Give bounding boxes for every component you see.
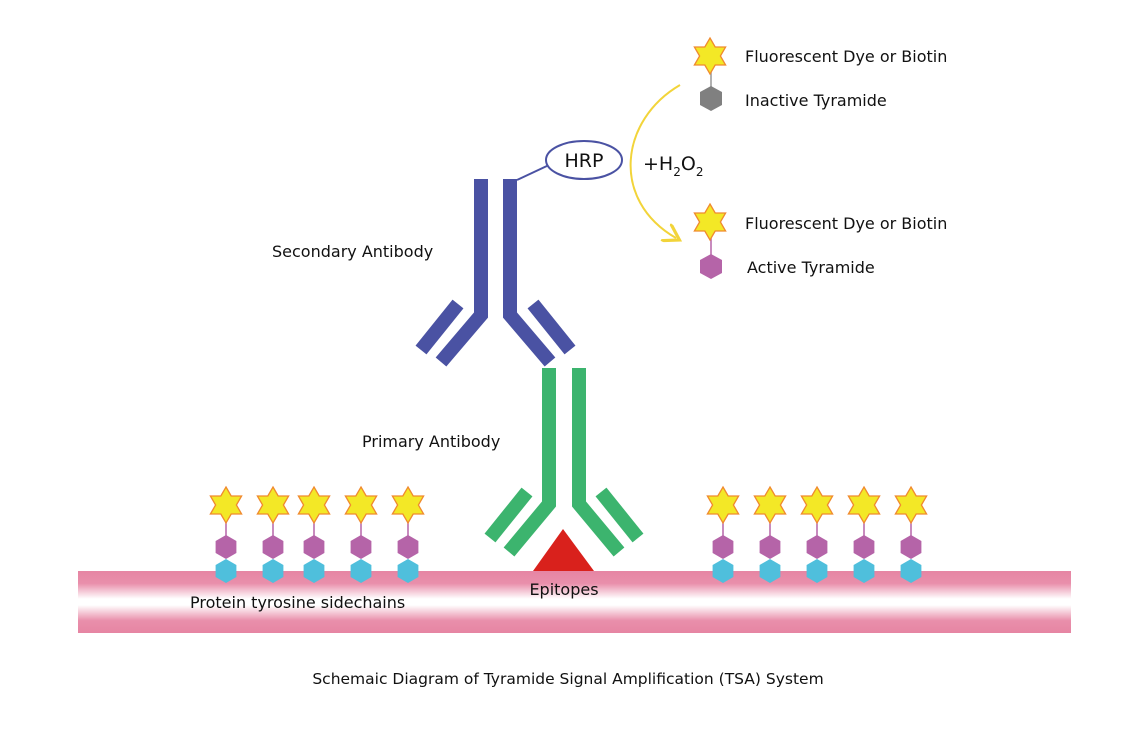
hrp-linker bbox=[516, 164, 550, 181]
hrp-enzyme bbox=[545, 140, 623, 180]
fluorescent-dye-star-icon bbox=[693, 203, 727, 241]
primary-light-chain-right bbox=[595, 487, 644, 543]
legend-active: Fluorescent Dye or Biotin Active Tyramid… bbox=[693, 203, 947, 279]
fluorescent-dye-star-icon bbox=[209, 486, 243, 524]
secondary-light-chain-right bbox=[527, 299, 576, 355]
active-tyramide-hexagon-icon bbox=[712, 535, 734, 559]
tyramide-deposit bbox=[847, 486, 881, 583]
h2o2-label: +H2O2 bbox=[643, 153, 703, 179]
epitopes-label: Epitopes bbox=[529, 580, 598, 599]
fluorescent-dye-star-icon bbox=[391, 486, 425, 524]
fluorescent-dye-star-icon bbox=[256, 486, 290, 524]
protein-tyrosine-label: Protein tyrosine sidechains bbox=[190, 593, 405, 612]
inactive-tyramide-hexagon-icon bbox=[700, 86, 722, 111]
reaction-arrow bbox=[629, 84, 680, 238]
fluorescent-dye-star-icon bbox=[800, 486, 834, 524]
active-tyramide-hexagon-icon bbox=[900, 535, 922, 559]
primary-antibody bbox=[484, 368, 644, 557]
active-tyramide-hexagon-icon bbox=[215, 535, 237, 559]
fluorescent-dye-star-icon bbox=[753, 486, 787, 524]
primary-heavy-chain-right bbox=[572, 368, 625, 557]
fluorescent-dye-star-icon bbox=[344, 486, 378, 524]
tyramide-deposit bbox=[256, 486, 290, 583]
tyrosine-hexagon-icon bbox=[853, 559, 875, 583]
hrp-label: HRP bbox=[565, 150, 604, 172]
tyrosine-hexagon-icon bbox=[397, 559, 419, 583]
deposits-left bbox=[209, 486, 425, 583]
cell-membrane bbox=[78, 571, 1071, 633]
fluorescent-dye-star-icon bbox=[894, 486, 928, 524]
primary-light-chain-left bbox=[484, 487, 533, 543]
fluorescent-dye-star-icon bbox=[706, 486, 740, 524]
tyrosine-hexagon-icon bbox=[262, 559, 284, 583]
primary-antibody-label: Primary Antibody bbox=[362, 432, 500, 451]
active-tyramide-hexagon-icon bbox=[303, 535, 325, 559]
tyramide-deposit bbox=[706, 486, 740, 583]
legend-active-tyramide-label: Active Tyramide bbox=[747, 258, 875, 277]
tyrosine-hexagon-icon bbox=[806, 559, 828, 583]
diagram-title: Schemaic Diagram of Tyramide Signal Ampl… bbox=[312, 670, 823, 688]
tyramide-deposit bbox=[391, 486, 425, 583]
tyrosine-hexagon-icon bbox=[900, 559, 922, 583]
secondary-light-chain-left bbox=[415, 299, 464, 355]
tyrosine-hexagon-icon bbox=[759, 559, 781, 583]
legend-inactive-tyramide-label: Inactive Tyramide bbox=[745, 91, 887, 110]
active-tyramide-hexagon-icon bbox=[759, 535, 781, 559]
tyrosine-hexagon-icon bbox=[712, 559, 734, 583]
active-tyramide-hexagon-icon bbox=[350, 535, 372, 559]
tyrosine-hexagon-icon bbox=[303, 559, 325, 583]
fluorescent-dye-star-icon bbox=[847, 486, 881, 524]
tyramide-deposit bbox=[209, 486, 243, 583]
legend-active-dye-label: Fluorescent Dye or Biotin bbox=[745, 214, 947, 233]
epitope-triangle bbox=[533, 529, 594, 571]
primary-heavy-chain-left bbox=[503, 368, 556, 557]
active-tyramide-hexagon-icon bbox=[700, 254, 722, 279]
active-tyramide-hexagon-icon bbox=[262, 535, 284, 559]
secondary-heavy-chain-left bbox=[435, 179, 488, 367]
active-tyramide-hexagon-icon bbox=[806, 535, 828, 559]
tyrosine-hexagon-icon bbox=[215, 559, 237, 583]
fluorescent-dye-star-icon bbox=[297, 486, 331, 524]
legend-inactive: Fluorescent Dye or Biotin Inactive Tyram… bbox=[693, 37, 947, 111]
active-tyramide-hexagon-icon bbox=[397, 535, 419, 559]
active-tyramide-hexagon-icon bbox=[853, 535, 875, 559]
secondary-antibody-label: Secondary Antibody bbox=[272, 242, 433, 261]
tyramide-deposit bbox=[753, 486, 787, 583]
tyramide-deposit bbox=[800, 486, 834, 583]
tyramide-deposit bbox=[894, 486, 928, 583]
fluorescent-dye-star-icon bbox=[693, 37, 727, 75]
secondary-heavy-chain-right bbox=[503, 179, 556, 367]
deposits-right bbox=[706, 486, 928, 583]
secondary-antibody bbox=[415, 179, 576, 367]
tyramide-deposit bbox=[297, 486, 331, 583]
legend-inactive-dye-label: Fluorescent Dye or Biotin bbox=[745, 47, 947, 66]
tyramide-deposit bbox=[344, 486, 378, 583]
tyrosine-hexagon-icon bbox=[350, 559, 372, 583]
